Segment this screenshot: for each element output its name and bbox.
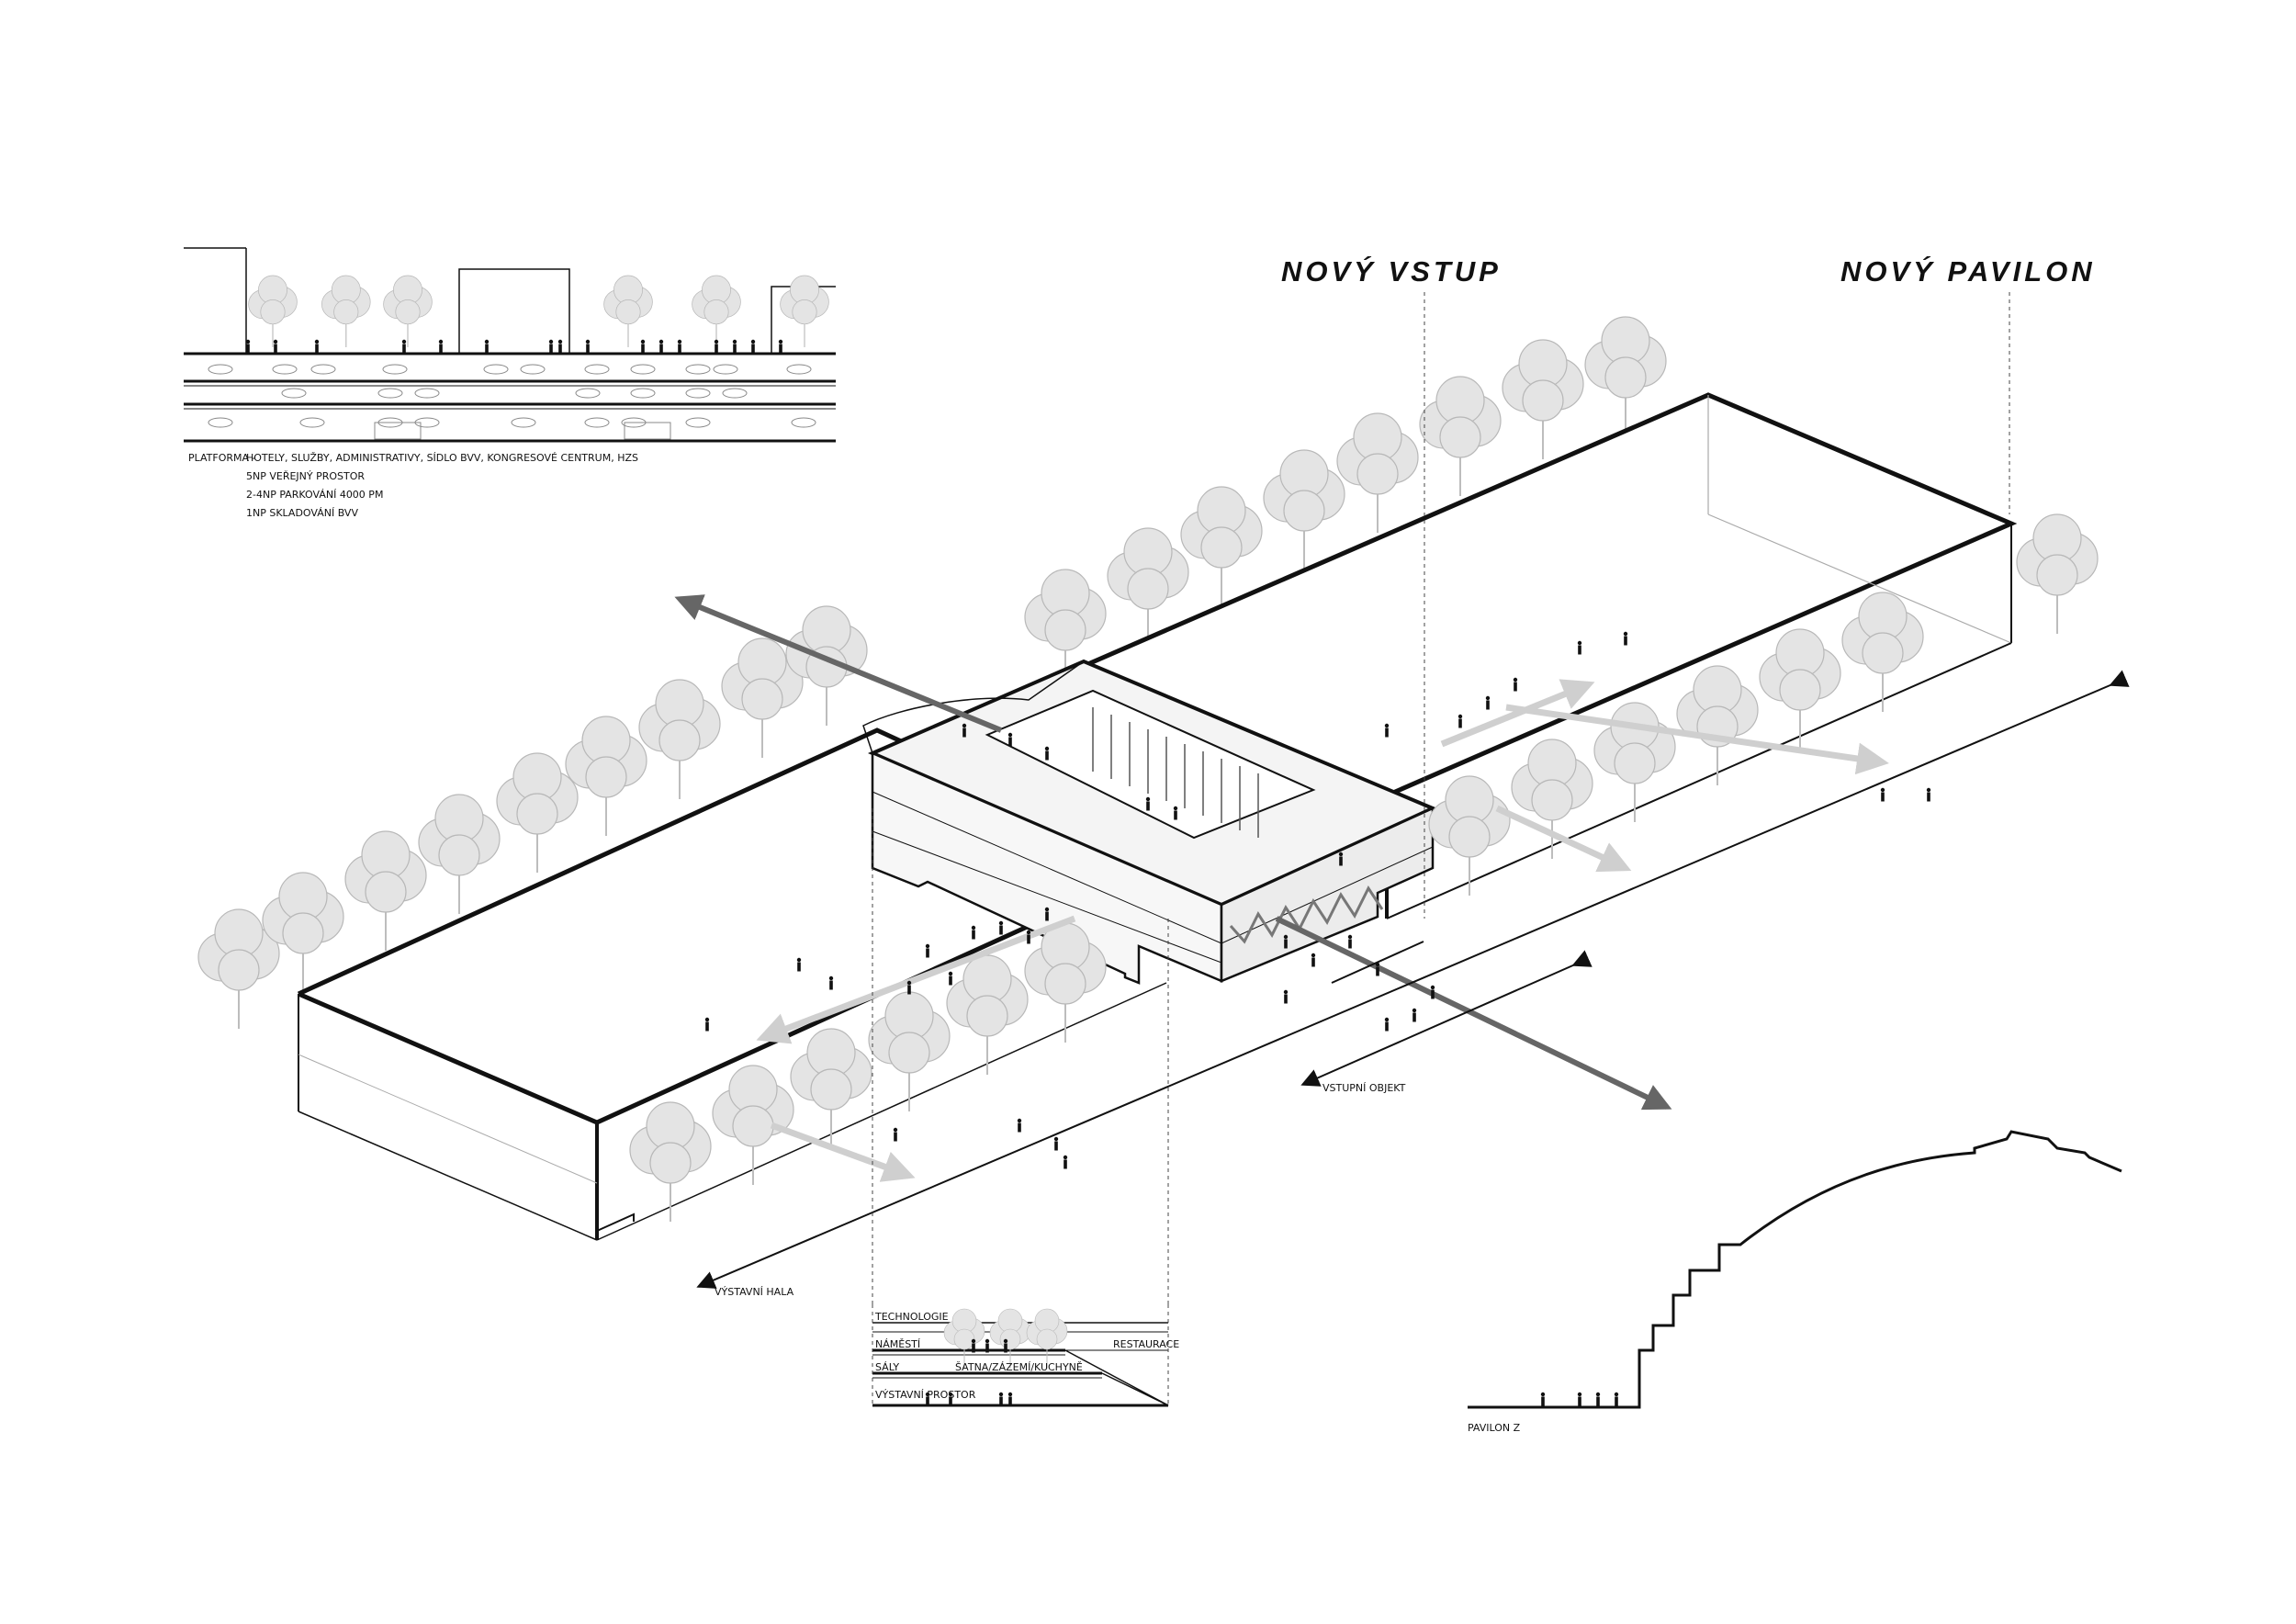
street-section-diagram (184, 247, 836, 443)
platform-title: PLATFORMA - (188, 452, 256, 464)
platform-line-4: 1NP SKLADOVÁNÍ BVV (246, 507, 358, 519)
section-label-saly: SÁLY (875, 1361, 900, 1373)
platform-line-2: 5NP VEŘEJNÝ PROSTOR (246, 470, 366, 482)
section-label-technologie: TECHNOLOGIE (875, 1311, 949, 1323)
section-label-vystavni-prostor: VÝSTAVNÍ PROSTOR (875, 1389, 976, 1401)
section-label-restaurace: RESTAURACE (1113, 1338, 1180, 1350)
leader-lines (872, 292, 2010, 1304)
label-pavilon-z: PAVILON Z (1468, 1422, 1521, 1434)
platform-line-3: 2-4NP PARKOVÁNÍ 4000 PM (246, 489, 384, 501)
pavilon-z-silhouette (1468, 1130, 2122, 1409)
entrance-object-dimension (1300, 950, 1593, 1087)
label-vystavni-hala: VÝSTAVNÍ HALA (715, 1286, 794, 1298)
cross-section-diagram (872, 1304, 1169, 1407)
label-vstupni-objekt: VSTUPNÍ OBJEKT (1322, 1082, 1406, 1094)
section-label-satna: ŠATNA/ZÁZEMÍ/KUCHYNĚ (955, 1361, 1083, 1373)
platform-line-1: HOTELY, SLUŽBY, ADMINISTRATIVY, SÍDLO BV… (246, 452, 638, 464)
heading-novy-pavilon: NOVÝ PAVILON (1840, 255, 2096, 288)
section-label-namesti: NÁMĚSTÍ (875, 1338, 921, 1350)
heading-novy-vstup: NOVÝ VSTUP (1281, 255, 1502, 288)
